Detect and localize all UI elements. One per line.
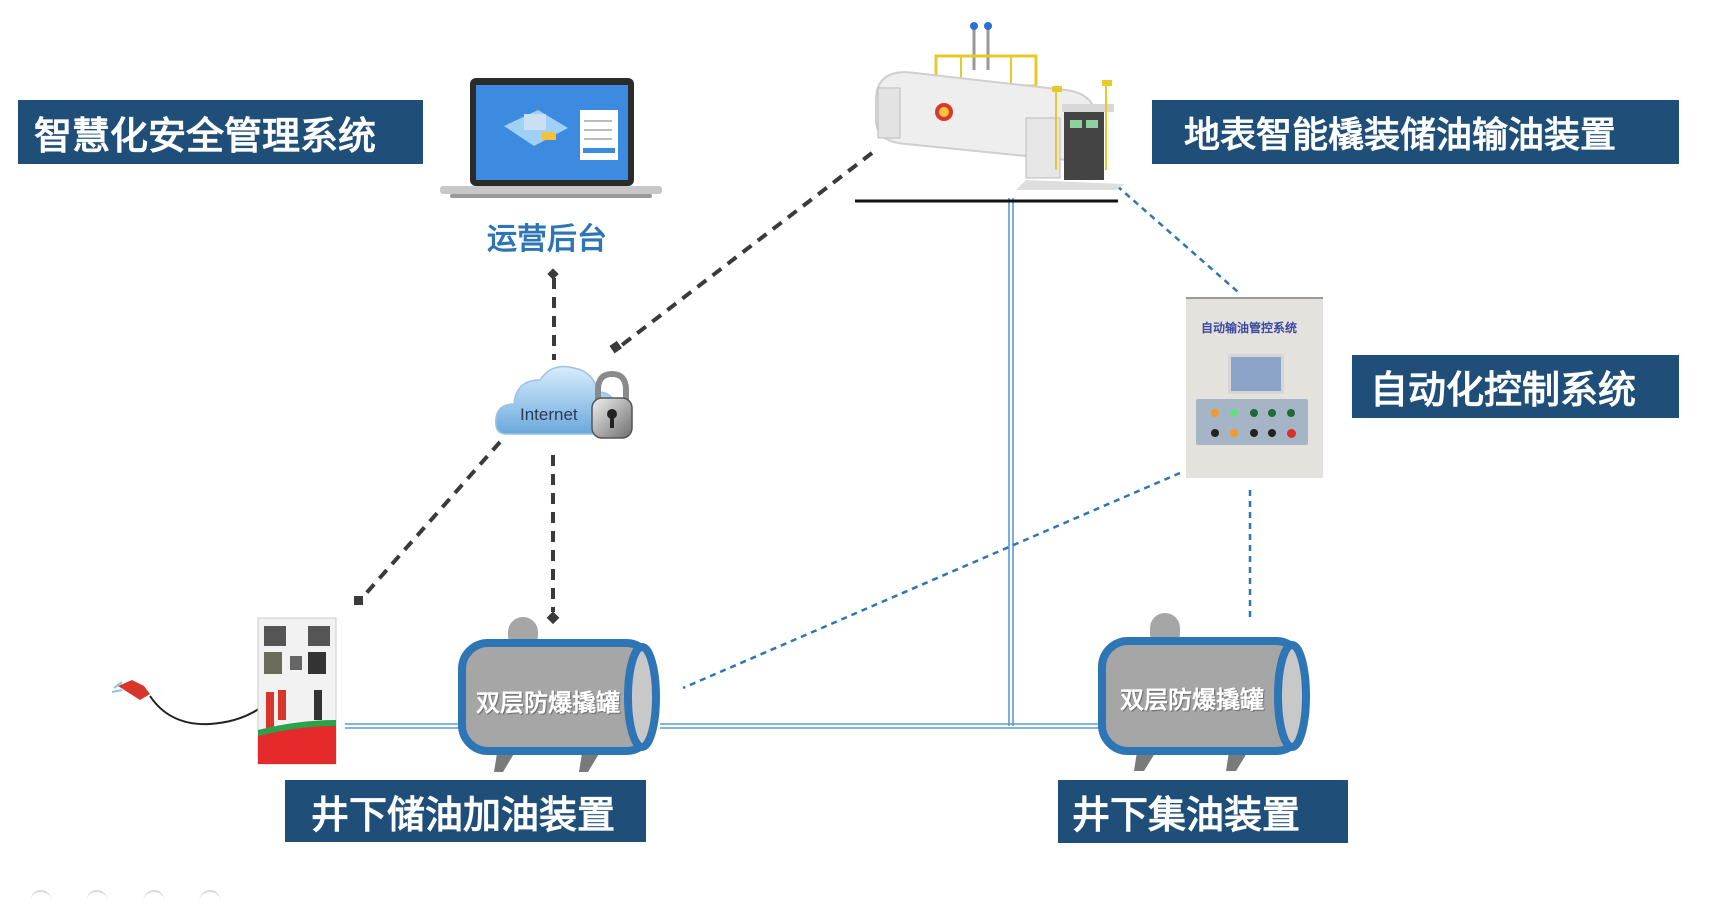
indicator-light-dark-green xyxy=(1268,409,1276,417)
link-internet-surface xyxy=(616,151,874,350)
link-surface-control xyxy=(1116,185,1239,293)
label-underground-collection: 井下集油装置 xyxy=(1058,780,1348,843)
tank-left: 双层防爆撬罐 xyxy=(458,617,668,777)
tank-icon xyxy=(458,617,660,772)
indicator-light-dark-green xyxy=(1250,409,1258,417)
connection-lines xyxy=(345,151,1252,729)
internet-label: Internet xyxy=(520,405,578,424)
indicator-light-green xyxy=(1230,409,1238,417)
button-plate xyxy=(1196,399,1308,445)
emergency-stop-button xyxy=(1287,429,1296,438)
skid-mounted-tank-icon xyxy=(866,20,1126,200)
link-endpoints xyxy=(354,268,622,625)
link-internet-dispenser xyxy=(360,440,502,600)
label-underground-fueling: 井下储油加油装置 xyxy=(285,780,646,842)
square-marker xyxy=(609,340,622,354)
selector-switch xyxy=(1268,429,1276,437)
control-panel-title: 自动输油管控系统 xyxy=(1201,321,1298,335)
backend-caption: 运营后台 xyxy=(487,222,607,257)
control-cabinet-icon: 自动输油管控系统 xyxy=(1186,297,1323,478)
indicator-light-dark-green xyxy=(1287,409,1295,417)
tank-right: 双层防爆撬罐 xyxy=(1098,613,1320,777)
indicator-light-orange xyxy=(1230,429,1238,437)
pagination-dot[interactable] xyxy=(30,890,52,914)
label-surface-device: 地表智能橇装储油输油装置 xyxy=(1152,100,1679,164)
pagination-dot[interactable] xyxy=(86,890,108,914)
cloud-lock-icon xyxy=(494,358,644,442)
laptop-icon xyxy=(440,76,662,200)
label-automation-system: 自动化控制系统 xyxy=(1352,355,1679,418)
diamond-marker xyxy=(546,611,560,625)
tank-icon xyxy=(1098,613,1310,771)
link-control-tank-left xyxy=(682,471,1181,690)
pipe-lines xyxy=(345,198,1100,729)
fuel-dispenser-icon xyxy=(110,616,350,766)
network-links xyxy=(360,151,874,612)
diamond-marker xyxy=(547,268,559,280)
tank-left-label: 双层防爆撬罐 xyxy=(476,689,620,717)
touch-screen xyxy=(1228,354,1284,394)
selector-switch xyxy=(1211,429,1219,437)
square-marker xyxy=(354,596,363,605)
tank-right-label: 双层防爆撬罐 xyxy=(1120,686,1264,714)
indicator-light-orange xyxy=(1211,409,1219,417)
control-links xyxy=(682,185,1252,690)
selector-switch xyxy=(1250,429,1258,437)
pagination-dot[interactable] xyxy=(199,890,221,914)
pagination-dot[interactable] xyxy=(143,890,165,914)
label-safety-system: 智慧化安全管理系统 xyxy=(18,100,423,164)
